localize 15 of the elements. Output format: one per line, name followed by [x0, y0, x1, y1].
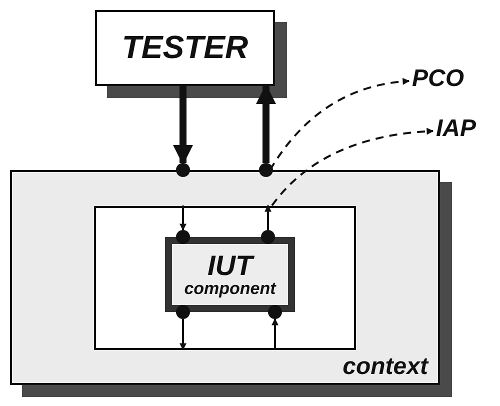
arrow	[272, 318, 278, 350]
arrow	[256, 84, 276, 163]
component-frame	[94, 206, 356, 350]
signal-label: PCO	[412, 66, 466, 92]
box-subtitle: component	[184, 280, 276, 298]
signal-label: IAP	[436, 116, 478, 142]
box-title: context	[342, 354, 428, 379]
arrow	[264, 204, 272, 230]
arrow	[180, 319, 186, 350]
arrow	[173, 86, 193, 165]
box-title: TESTER	[122, 31, 248, 65]
component-box	[165, 237, 295, 312]
box-title: IUT	[207, 250, 253, 280]
arrow	[180, 206, 186, 231]
dashed-arrow	[271, 128, 434, 206]
